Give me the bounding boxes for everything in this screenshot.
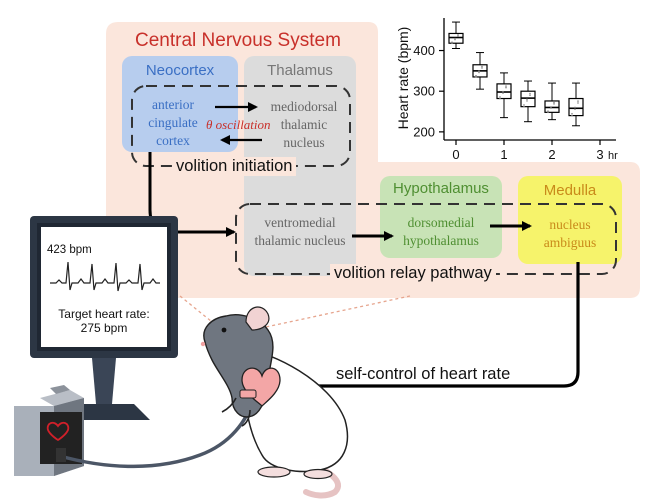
dotted-line-right (251, 295, 411, 331)
chart-box (496, 72, 512, 119)
medulla-to-heart-arrow (274, 262, 580, 391)
theta-oscillation-label: θ oscillation (206, 117, 271, 132)
cable (59, 399, 254, 469)
thalamus-label: Thalamus (267, 62, 333, 79)
boxplot-chart: 200 300 400 0 1 2 3 hr (413, 18, 618, 162)
md-thalamic-label: mediodorsal thalamic nucleus (270, 99, 338, 150)
chart-x-tick-label: 3 (596, 147, 603, 162)
monitor (30, 216, 178, 420)
neocortex-box (122, 56, 238, 152)
monitor-target-line2: 275 bpm (80, 321, 128, 335)
cns-title: Central Nervous System (135, 30, 341, 51)
self-control-label: self-control of heart rate (336, 365, 511, 383)
chart-box (472, 52, 488, 90)
chart-y-label: Heart rate (bpm) (395, 26, 411, 130)
hypothalamus-box (380, 176, 502, 258)
chart-box (568, 82, 584, 127)
chart-x-tick-label: 1 (500, 147, 507, 162)
rat (200, 306, 349, 499)
chart-y-tick-label: 300 (413, 84, 435, 99)
chart-x-tick-label: 0 (452, 147, 459, 162)
volition-initiation-label: volition initiation (172, 157, 297, 176)
hypothalamus-label: Hypothalamus (393, 180, 489, 197)
chart-y-tick-label: 200 (413, 124, 435, 139)
chart-box (544, 82, 560, 121)
telemetry-device (14, 385, 84, 476)
chart-x-tick-label: 2 (548, 147, 555, 162)
medulla-label: Medulla (543, 182, 597, 199)
vm-thalamic-label: ventromedial thalamic nucleus (254, 215, 346, 248)
cns-background (106, 22, 640, 298)
chart-x-unit: hr (608, 150, 618, 162)
neocortex-label: Neocortex (145, 62, 215, 79)
chart-box (448, 21, 464, 49)
dm-hypothalamus-label: dorsomedial hypothalamus (403, 215, 479, 248)
monitor-target-line1: Target heart rate: (58, 307, 150, 321)
acc-nucleus-label: anterior cingulate cortex (148, 97, 198, 148)
volition-relay-label: volition relay pathway (330, 264, 496, 283)
medulla-box (518, 176, 622, 264)
thalamus-box (244, 56, 356, 276)
ecg-trace (50, 261, 160, 292)
nucleus-ambiguus-label: nucleus ambiguus (543, 217, 597, 250)
chart-box (520, 80, 536, 123)
chart-y-tick-label: 400 (413, 43, 435, 58)
monitor-bpm: 423 bpm (47, 244, 92, 256)
